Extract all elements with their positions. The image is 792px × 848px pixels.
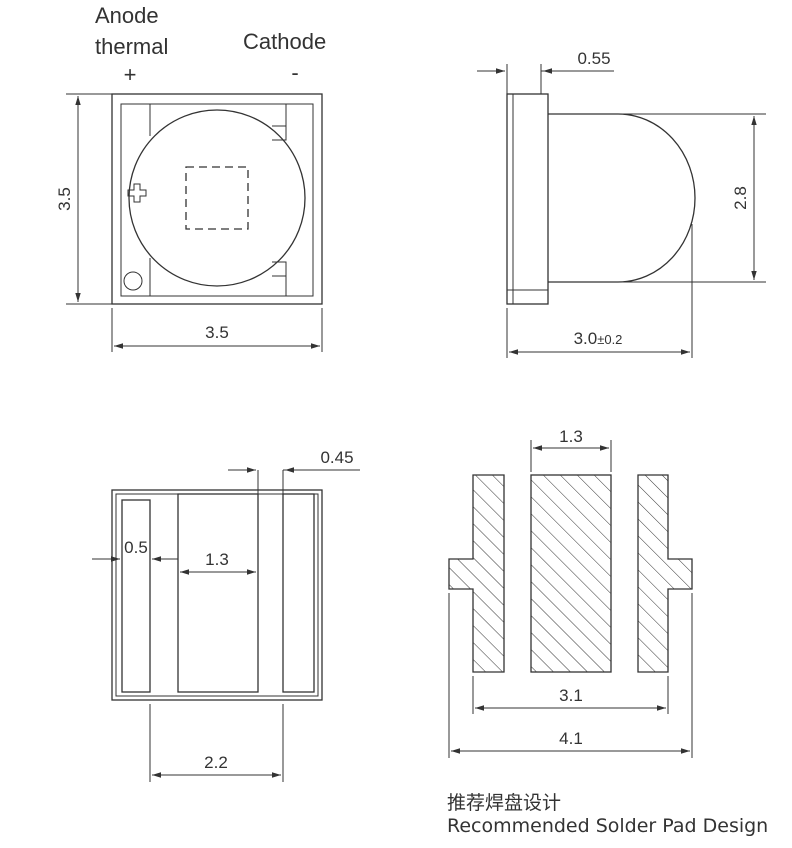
die-outline xyxy=(185,166,249,230)
center-pad xyxy=(177,493,259,693)
top-view: 3.5 3.5 Anode thermal + Cathode - xyxy=(55,3,326,352)
dim-span-text: 2.2 xyxy=(204,753,228,772)
cathode-label: Cathode xyxy=(243,29,326,54)
anode-label: Anode xyxy=(95,3,159,28)
plus-label: + xyxy=(124,62,137,87)
dim-center-pad-text: 1.3 xyxy=(205,550,229,569)
solder-pad-design: 1.3 3.1 4.1 xyxy=(448,427,693,758)
top-view-outline xyxy=(111,93,323,305)
dim-flange-text: 0.55 xyxy=(577,49,610,68)
thermal-label: thermal xyxy=(95,34,168,59)
side-view: 0.55 2.8 3.0±0.2 xyxy=(477,49,766,358)
right-strip xyxy=(282,493,315,693)
left-strip xyxy=(121,499,151,693)
bracket-right-top xyxy=(272,104,287,141)
dim-side-strip-text: 0.45 xyxy=(320,448,353,467)
dim-width-text: 3.5 xyxy=(205,323,229,342)
lens-circle xyxy=(128,109,306,287)
pad-right xyxy=(637,474,693,673)
bottom-view-outline xyxy=(111,489,323,701)
pad-center xyxy=(530,474,612,673)
side-flange xyxy=(506,93,549,305)
dim-length-tolerance: ±0.2 xyxy=(597,332,622,347)
top-view-inner-frame xyxy=(120,103,314,297)
marker-hole-icon xyxy=(123,271,143,291)
minus-label: - xyxy=(291,60,298,85)
caption-chinese: 推荐焊盘设计 xyxy=(447,792,562,814)
pad-left xyxy=(448,474,505,673)
dim-pad-center-text: 1.3 xyxy=(559,427,583,446)
side-dome xyxy=(548,113,696,283)
dim-dome-height-text: 2.8 xyxy=(731,186,750,210)
dim-pad-outer-text: 4.1 xyxy=(559,729,583,748)
dim-left-strip-text: 0.5 xyxy=(124,538,148,557)
dim-height-text: 3.5 xyxy=(55,187,74,211)
polarity-cross-icon xyxy=(127,183,147,203)
bracket-right-bottom xyxy=(272,261,287,296)
bottom-view: 0.45 0.5 1.3 2.2 xyxy=(92,448,360,782)
dim-length-text: 3.0±0.2 xyxy=(574,329,623,348)
caption-english: Recommended Solder Pad Design xyxy=(447,815,769,837)
dim-pad-inner-text: 3.1 xyxy=(559,686,583,705)
dim-length-value: 3.0 xyxy=(574,329,598,348)
